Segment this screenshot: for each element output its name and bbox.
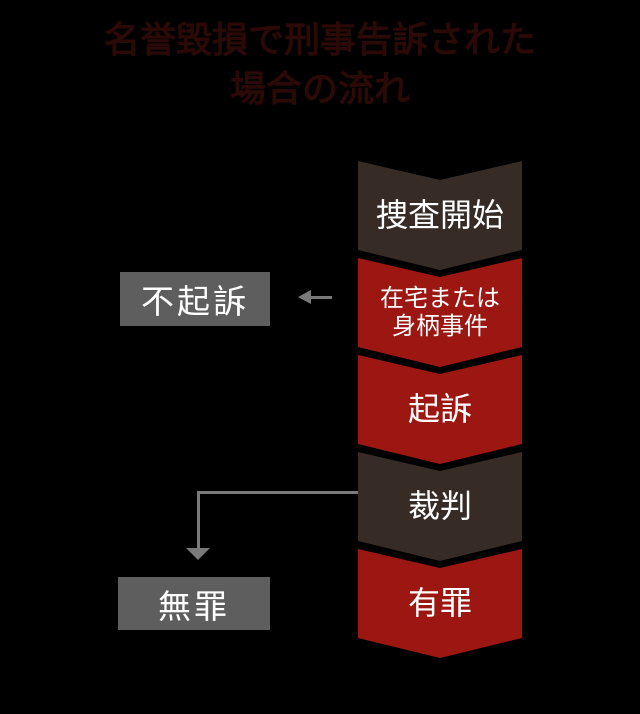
branch-label-not-prosecuted: 不起訴 <box>141 282 249 321</box>
arrow-left-shaft <box>311 296 332 299</box>
flow-step-label-line-1: 在宅または <box>380 284 500 312</box>
flow-step-label: 有罪 <box>407 584 472 622</box>
connector-vertical-line <box>197 491 200 548</box>
branch-box-not-prosecuted: 不起訴 <box>120 272 270 326</box>
diagram-title: 名誉毀損で刑事告訴された 場合の流れ <box>0 16 640 114</box>
flow-step-label-line-2: 身柄事件 <box>392 312 488 340</box>
flow-step-label: 捜査開始 <box>375 196 504 234</box>
flow-step-label: 起訴 <box>407 390 472 428</box>
connector-horizontal-line <box>198 491 358 494</box>
flow-step-label: 在宅または 身柄事件 <box>358 277 522 347</box>
flow-step-guilty: 有罪 <box>358 549 522 658</box>
flow-step-investigation-start: 捜査開始 <box>358 161 522 270</box>
flow-step-label: 裁判 <box>407 487 472 525</box>
flow-step-at-home-or-custody-case: 在宅または 身柄事件 <box>358 258 522 367</box>
flow-step-trial: 裁判 <box>358 452 522 561</box>
branch-box-acquitted: 無罪 <box>118 577 270 630</box>
diagram-title-line-1: 名誉毀損で刑事告訴された <box>103 19 536 61</box>
branch-label-acquitted: 無罪 <box>158 586 230 626</box>
arrow-down-icon <box>186 548 210 560</box>
flow-step-prosecution: 起訴 <box>358 355 522 464</box>
arrow-left-icon <box>298 290 311 304</box>
diagram-title-line-2: 場合の流れ <box>229 68 410 110</box>
